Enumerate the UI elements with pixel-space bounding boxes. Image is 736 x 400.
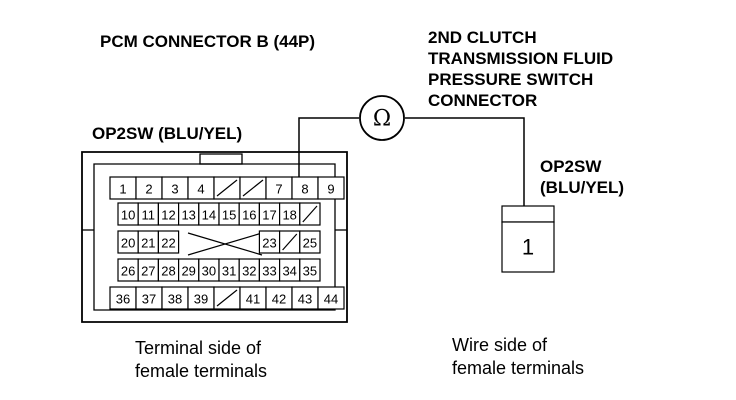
switch-title-line-2: TRANSMISSION FLUID (428, 49, 613, 68)
pin-label-3: 3 (171, 182, 178, 197)
pin-label-27: 27 (141, 264, 155, 279)
switch-connector: 1 (501, 205, 555, 273)
pin-label-18: 18 (282, 208, 296, 223)
pin-label-7: 7 (275, 182, 282, 197)
pin-label-17: 17 (262, 208, 276, 223)
pin-label-10: 10 (121, 208, 135, 223)
pin-label-37: 37 (142, 292, 156, 307)
ohm-symbol: Ω (373, 107, 391, 132)
switch-pin-1: 1 (522, 235, 534, 260)
pin-label-32: 32 (242, 264, 256, 279)
pin-label-43: 43 (298, 292, 312, 307)
pin-label-39: 39 (194, 292, 208, 307)
pin-cell (157, 230, 180, 254)
switch-caption-line-1: Wire side of (452, 335, 548, 355)
pcm-connector-title: PCM CONNECTOR B (44P) (100, 32, 315, 51)
pcm-caption-line-1: Terminal side of (135, 338, 262, 358)
pcm-housing-inner (93, 163, 336, 311)
switch-wire-label-line-2: (BLU/YEL) (540, 178, 624, 197)
pin-label-20: 20 (121, 236, 135, 251)
pin-label-28: 28 (161, 264, 175, 279)
pin-label-31: 31 (222, 264, 236, 279)
ohmmeter-body (359, 95, 405, 141)
pin-label-1: 1 (119, 182, 126, 197)
pin-label-4: 4 (197, 182, 204, 197)
switch-title-line-4: CONNECTOR (428, 91, 537, 110)
pin-label-21: 21 (141, 236, 155, 251)
blank-area-cross-2 (187, 232, 263, 256)
switch-caption-line-2: female terminals (452, 358, 584, 378)
pin-cell (317, 286, 345, 310)
test-leads (298, 117, 525, 206)
pin-cell (299, 230, 321, 254)
blank-pin-slash (302, 205, 318, 223)
switch-connector-latch (501, 205, 555, 223)
pin-label-2: 2 (145, 182, 152, 197)
switch-title-line-1: 2ND CLUTCH (428, 28, 537, 47)
pin-label-33: 33 (262, 264, 276, 279)
pin-label-26: 26 (121, 264, 135, 279)
pin-label-29: 29 (181, 264, 195, 279)
pin-label-22: 22 (161, 236, 175, 251)
pin-label-42: 42 (272, 292, 286, 307)
pin-label-12: 12 (161, 208, 175, 223)
pin-label-8: 8 (301, 182, 308, 197)
pin-label-35: 35 (303, 264, 317, 279)
pin-label-15: 15 (222, 208, 236, 223)
blank-pin-slash (216, 179, 238, 197)
blank-pin-slash (216, 289, 238, 307)
switch-wire-label-line-1: OP2SW (540, 157, 602, 176)
pin-label-34: 34 (282, 264, 296, 279)
ohmmeter-icon: Ω (359, 95, 405, 141)
pin-label-44: 44 (324, 292, 338, 307)
switch-connector-body (501, 221, 555, 273)
pin-cell (317, 176, 345, 200)
pin-label-11: 11 (142, 208, 156, 223)
lead-to-pcm (298, 117, 359, 178)
pin-label-23: 23 (262, 236, 276, 251)
pin-cell (299, 258, 321, 282)
pcm-housing-outer (81, 151, 348, 323)
pin-label-9: 9 (327, 182, 334, 197)
pin-label-30: 30 (202, 264, 216, 279)
blank-pin-slash (282, 233, 298, 251)
pin-label-41: 41 (246, 292, 260, 307)
switch-title-line-3: PRESSURE SWITCH (428, 70, 593, 89)
pin-label-13: 13 (181, 208, 195, 223)
pin-label-36: 36 (116, 292, 130, 307)
pin-label-38: 38 (168, 292, 182, 307)
pin-label-16: 16 (242, 208, 256, 223)
pcm-wire-label: OP2SW (BLU/YEL) (92, 124, 242, 143)
pin-label-14: 14 (202, 208, 216, 223)
pin-label-25: 25 (303, 236, 317, 251)
pcm-locking-tab (199, 153, 243, 165)
pcm-caption-line-2: female terminals (135, 361, 267, 381)
blank-pin-slash (242, 179, 264, 197)
lead-to-switch (405, 117, 525, 206)
